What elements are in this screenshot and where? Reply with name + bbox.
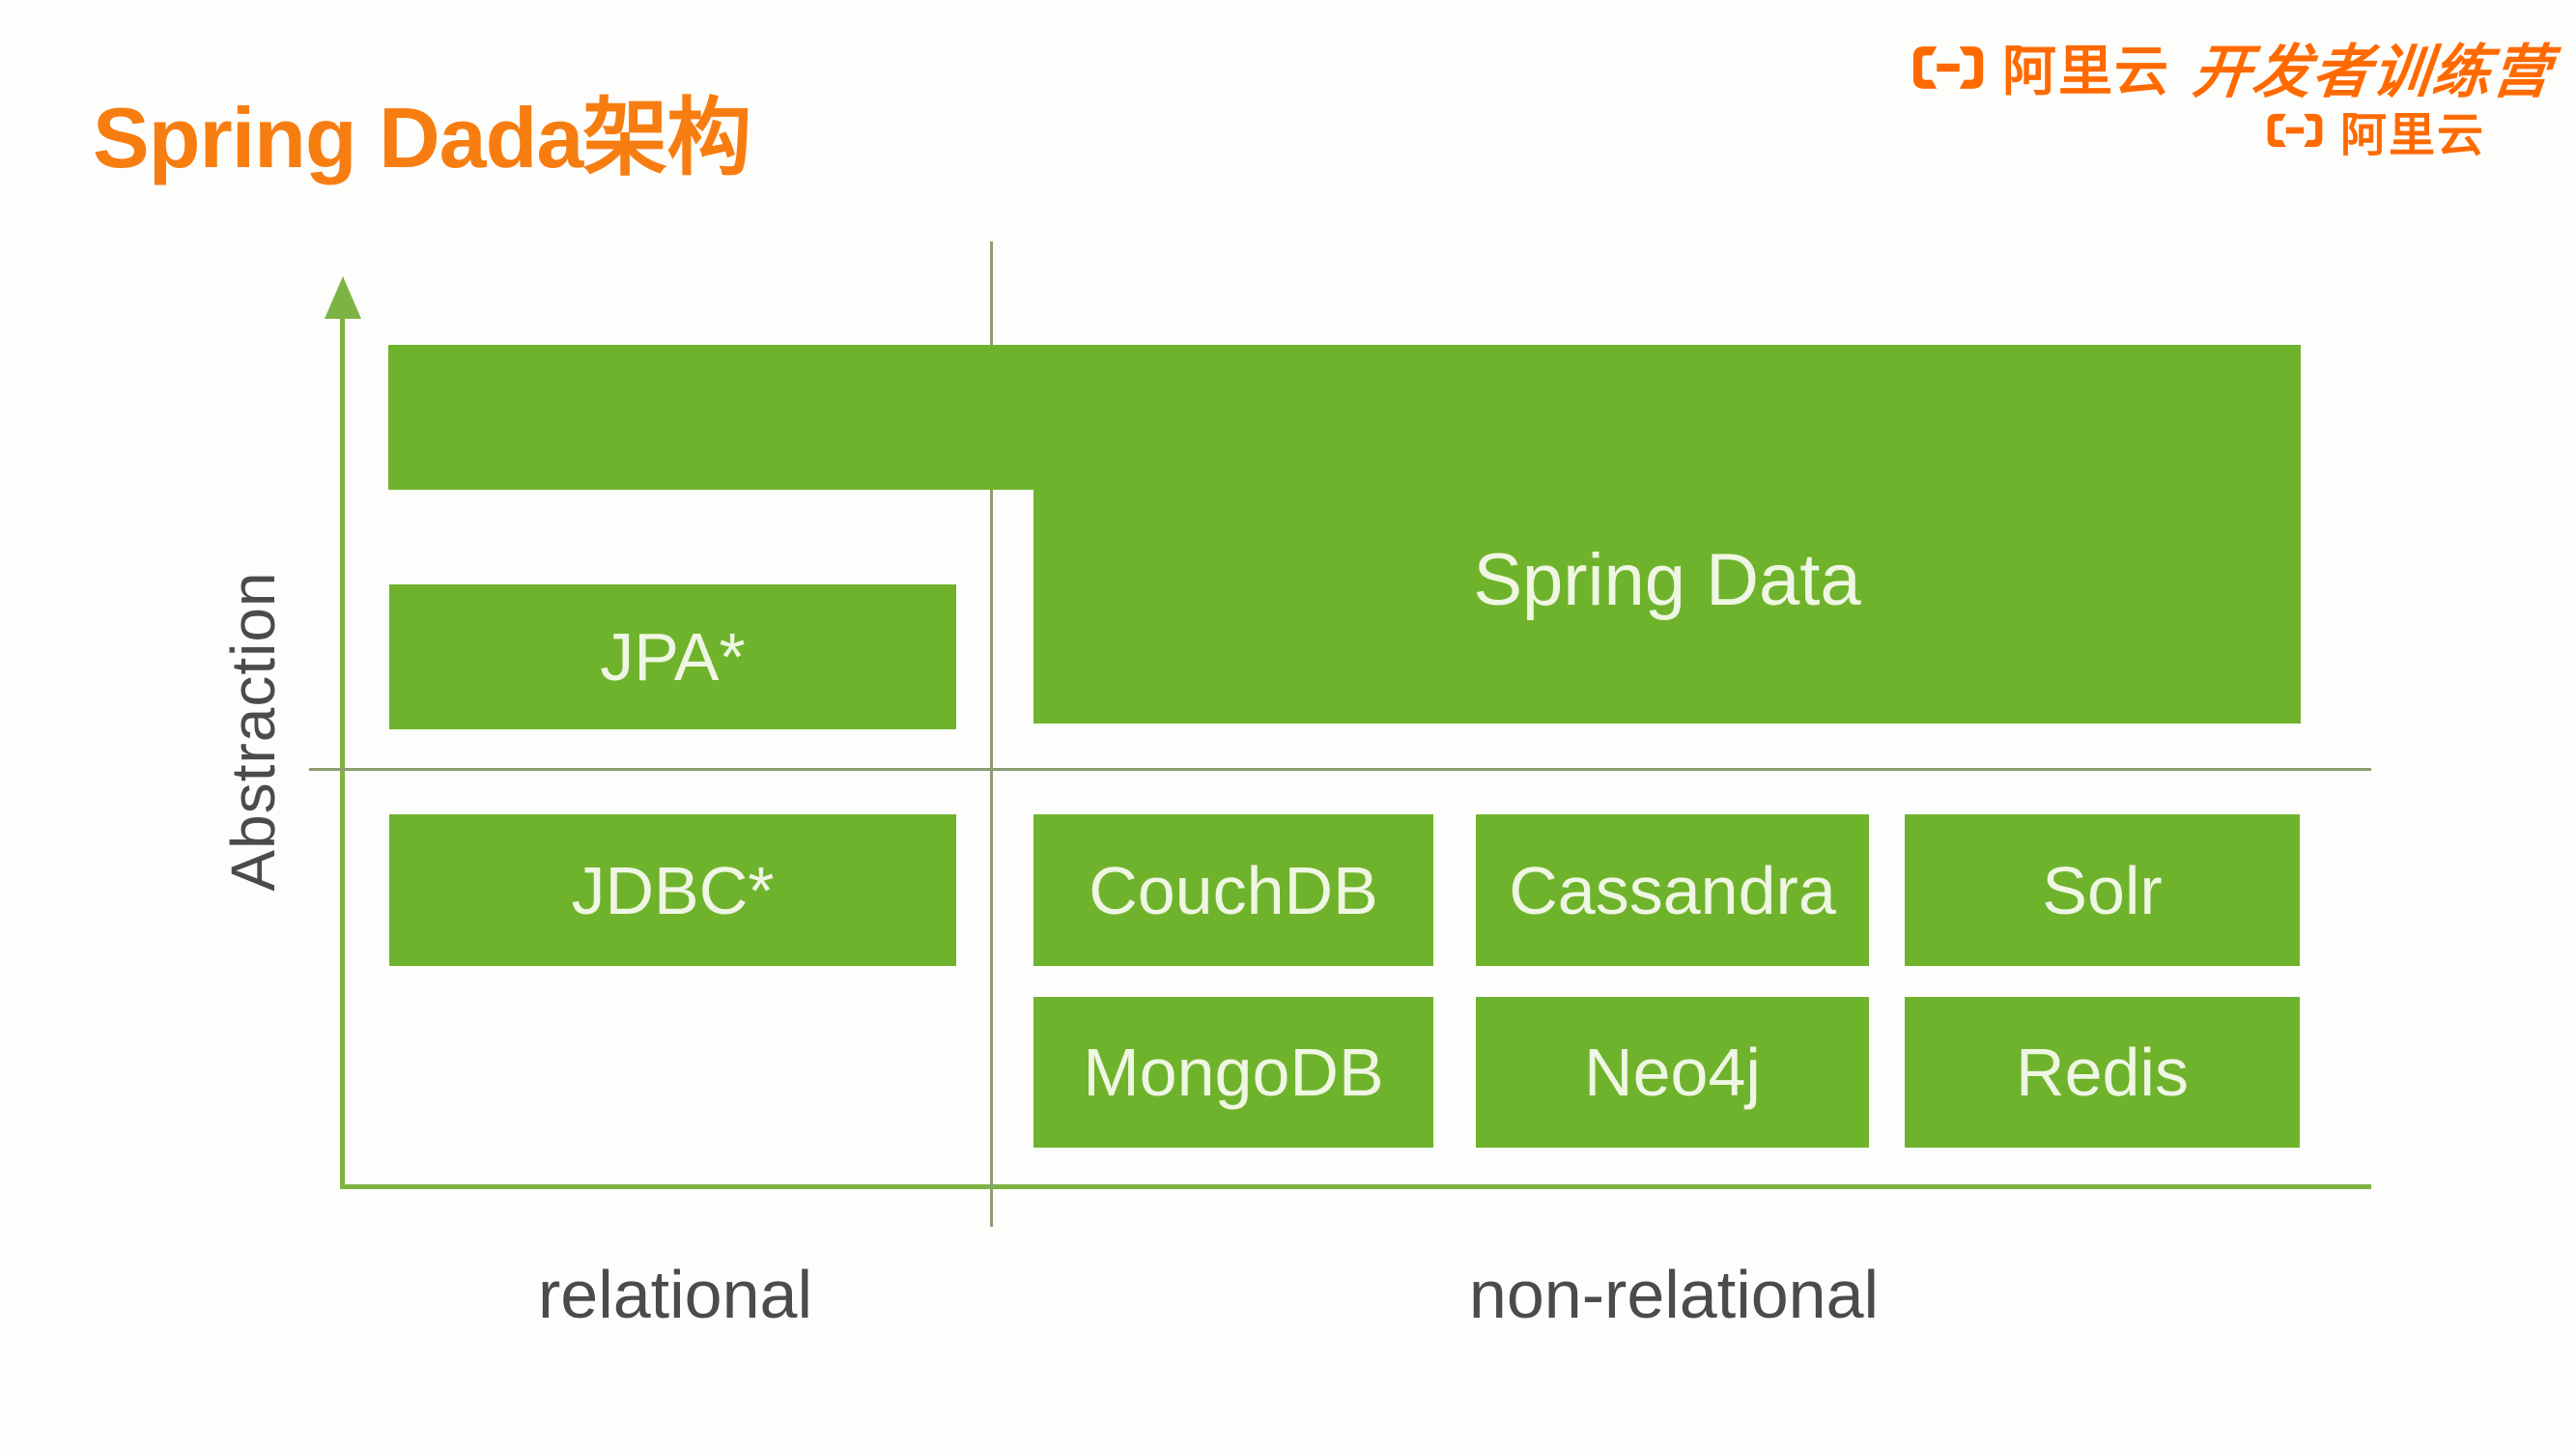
box-mongodb: MongoDB <box>1033 997 1433 1148</box>
alibaba-cloud-logo-icon <box>1912 45 1984 89</box>
alibaba-cloud-brand-text: 阿里云 <box>2339 110 2485 161</box>
category-divider-line <box>990 242 993 1227</box>
box-redis: Redis <box>1905 997 2300 1148</box>
box-couchdb: CouchDB <box>1033 814 1433 966</box>
header-logo-line1: 阿里云 开发者训练营 <box>1908 25 2556 109</box>
category-label-non-relational: non-relational <box>1468 1257 1880 1332</box>
x-axis-line <box>340 1184 2371 1189</box>
box-cassandra: Cassandra <box>1476 814 1869 966</box>
box-jdbc: JDBC* <box>389 814 956 966</box>
spring-data-block <box>1033 490 2301 724</box>
y-axis-line <box>340 290 345 1188</box>
box-neo4j: Neo4j <box>1476 997 1869 1148</box>
alibaba-cloud-logo-icon <box>2267 113 2323 148</box>
category-label-relational: relational <box>537 1257 813 1332</box>
box-solr: Solr <box>1905 814 2300 966</box>
page-title: Spring Dada架构 <box>93 90 751 185</box>
spring-data-label: Spring Data <box>1473 538 1861 621</box>
abstraction-divider-line <box>309 768 2371 771</box>
box-jpa: JPA* <box>389 584 956 729</box>
spring-data-top-bar <box>388 345 2301 490</box>
y-axis-arrow-icon <box>325 276 361 319</box>
y-axis-label: Abstraction <box>218 571 288 892</box>
header-logo-line2: 阿里云 <box>2263 97 2485 164</box>
alibaba-cloud-brand-text: 阿里云 <box>2002 41 2170 101</box>
